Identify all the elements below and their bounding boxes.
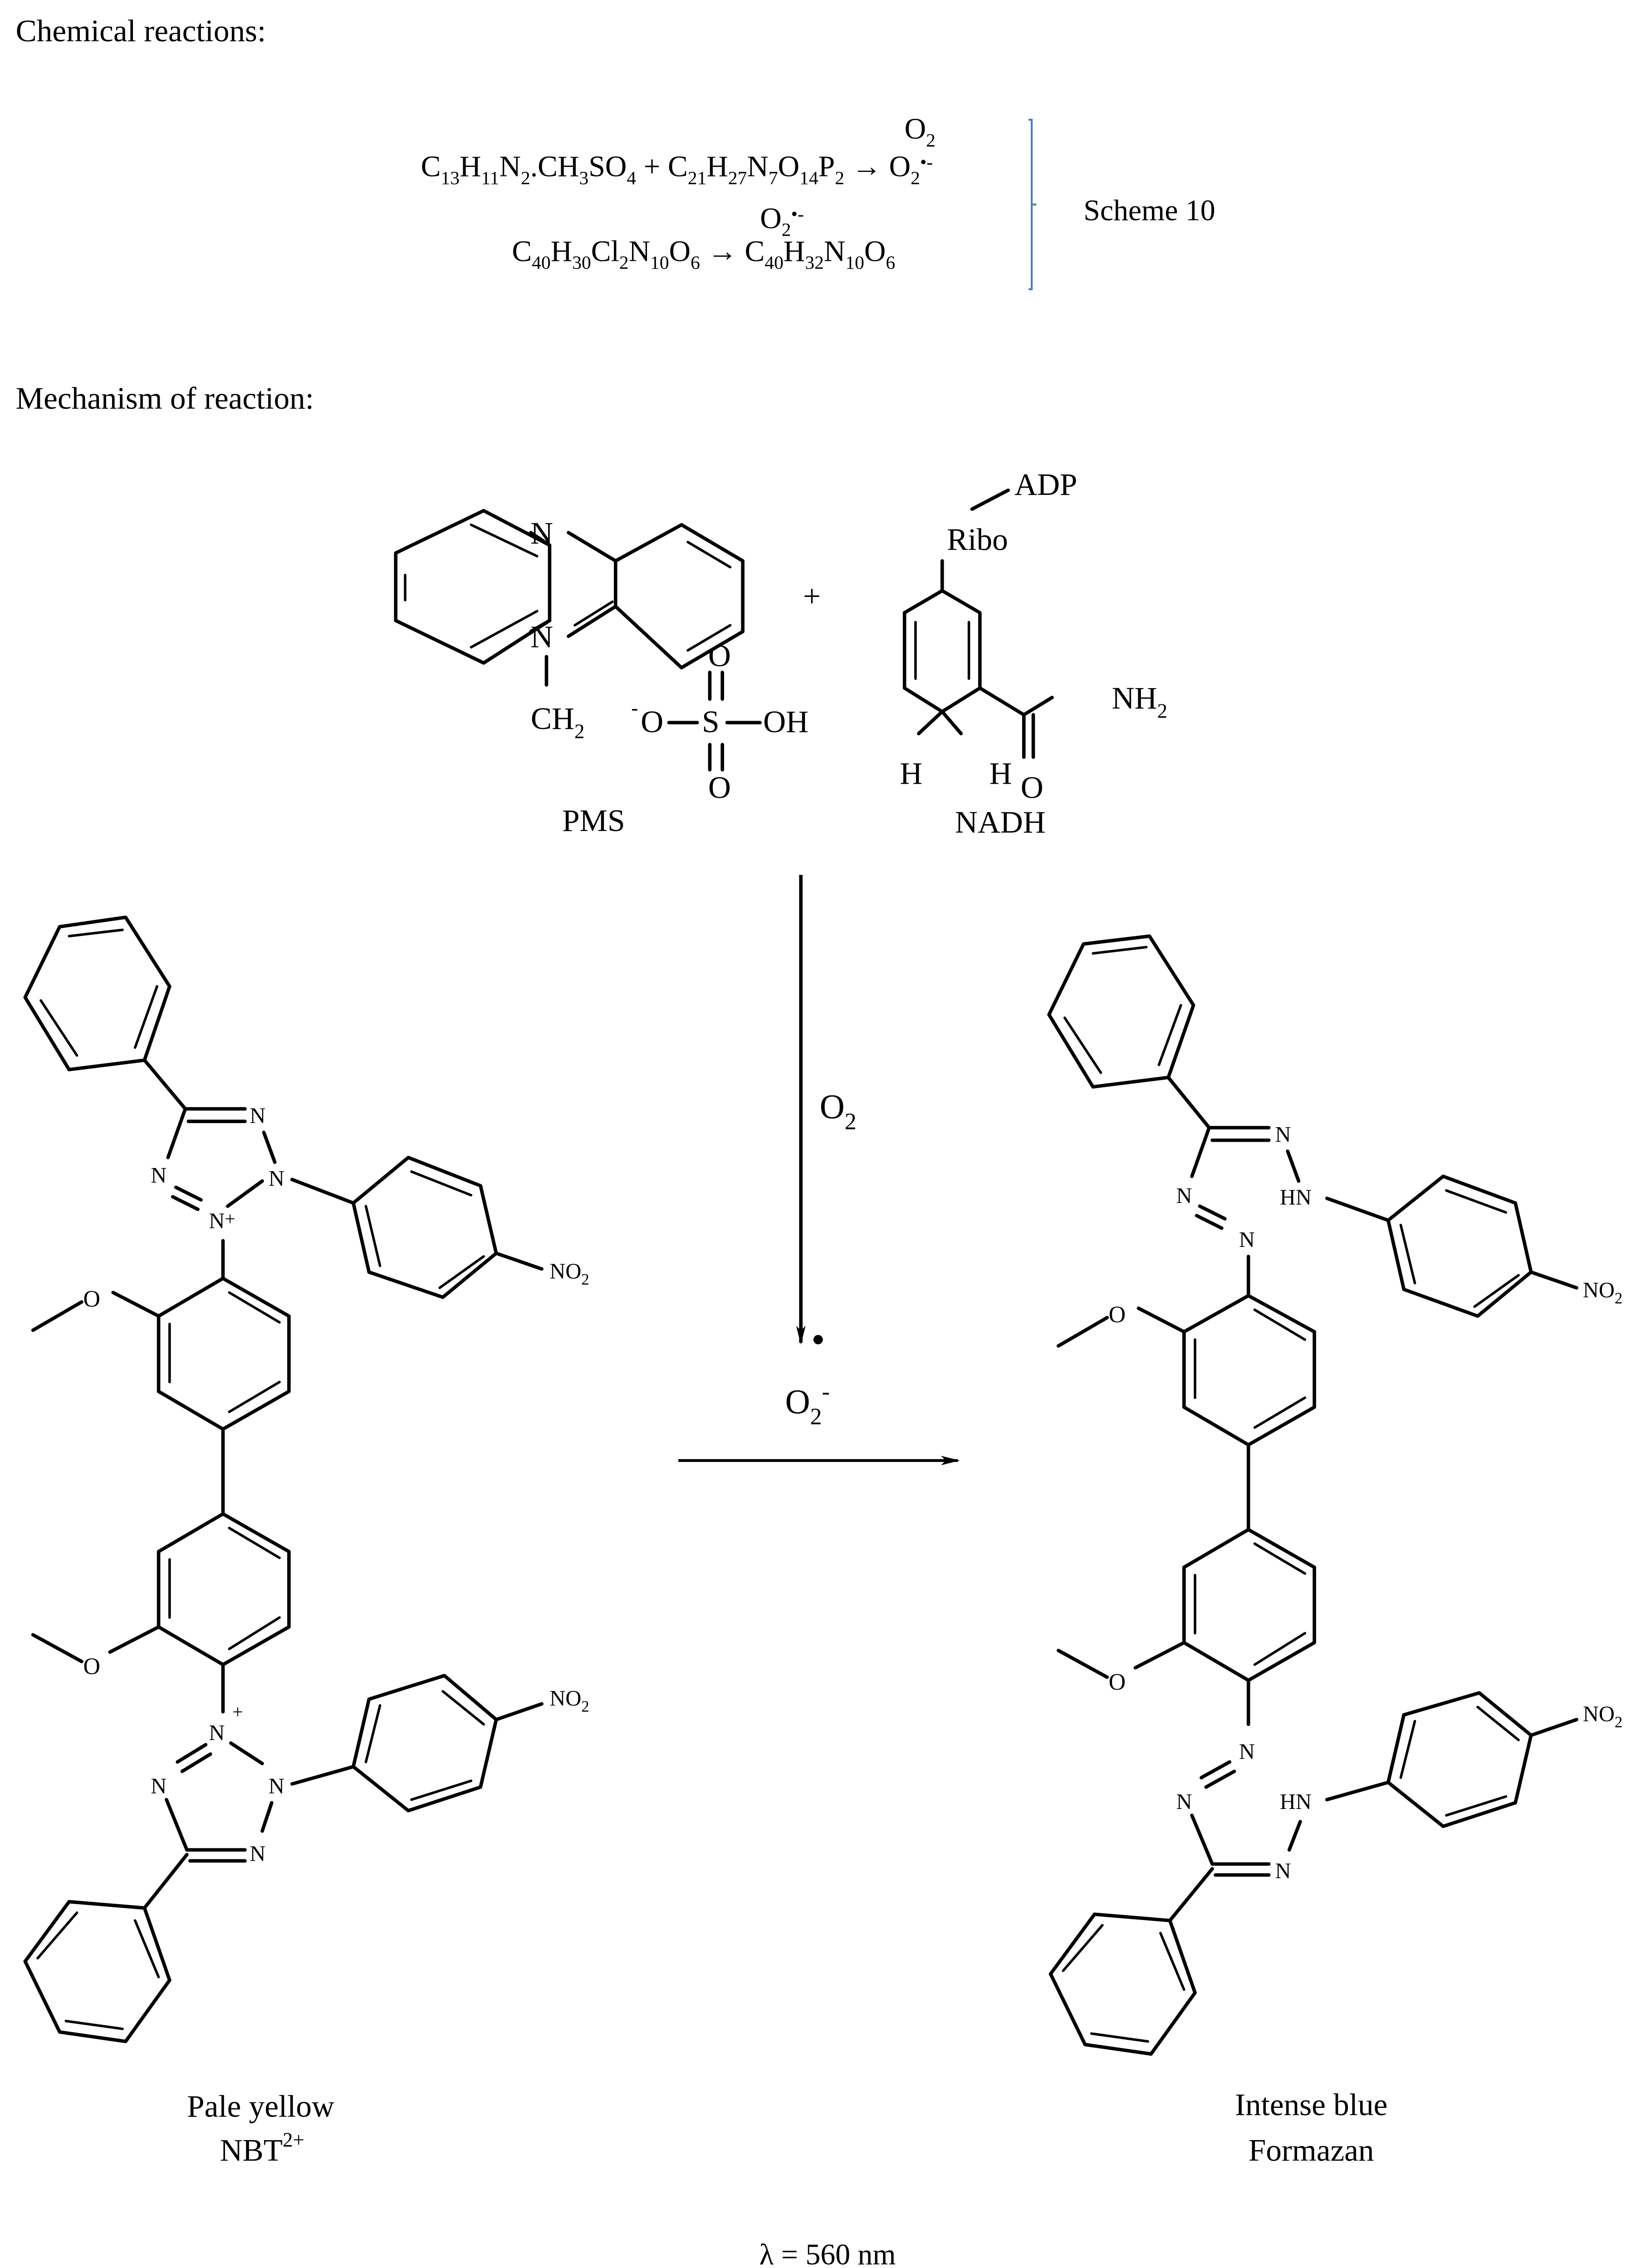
equation-1: C13H11N2.CH3SO4 + C21H27N7O14P2 → O2•- O…: [421, 112, 936, 188]
svg-text:HN: HN: [1280, 1790, 1312, 1814]
equation-2: C40H30Cl2N10O6 → C40H32N10O6 O2•-: [512, 202, 895, 273]
wavelength-label: λ = 560 nm: [759, 2238, 896, 2268]
svg-text:NO2: NO2: [549, 1259, 589, 1288]
svg-text:NO2: NO2: [1583, 1278, 1622, 1307]
svg-text:CH2: CH2: [531, 701, 585, 743]
svg-text:H: H: [900, 756, 922, 791]
svg-text:O: O: [708, 638, 731, 673]
svg-text:H: H: [989, 756, 1012, 791]
svg-text:N: N: [1239, 1740, 1255, 1764]
svg-text:O: O: [708, 770, 731, 805]
svg-text:Ribo: Ribo: [947, 522, 1008, 557]
svg-text:O: O: [1109, 1669, 1126, 1695]
pms-label: PMS: [562, 803, 625, 838]
svg-text:N: N: [209, 1721, 225, 1745]
svg-text:C40H30Cl2N10O6 → C40H32N10O6: C40H30Cl2N10O6 → C40H32N10O6: [512, 235, 895, 273]
svg-text:O: O: [83, 1654, 100, 1680]
svg-text:OH: OH: [763, 704, 808, 739]
svg-text:NO2: NO2: [1583, 1702, 1622, 1731]
nbt-name-label: NBT2+: [220, 2128, 304, 2167]
svg-text:ADP: ADP: [1014, 467, 1077, 502]
svg-text:S: S: [702, 704, 720, 739]
svg-text:N+: N+: [209, 1208, 235, 1233]
svg-text:N: N: [530, 619, 553, 654]
svg-text:N: N: [530, 515, 553, 550]
svg-text:N: N: [1275, 1859, 1291, 1883]
formazan-color-label: Intense blue: [1235, 2087, 1387, 2122]
svg-text:N: N: [151, 1163, 167, 1188]
pms-structure: N N CH2 - O S OH O O PMS: [394, 508, 808, 838]
vertical-arrow-label: O2: [820, 1088, 857, 1134]
svg-text:N: N: [151, 1774, 167, 1799]
heading-mechanism: Mechanism of reaction:: [16, 381, 314, 415]
nbt-color-label: Pale yellow: [187, 2089, 334, 2124]
svg-text:+: +: [232, 1701, 243, 1722]
svg-text:-: -: [631, 697, 638, 719]
svg-text:N: N: [269, 1774, 284, 1799]
svg-text:C13H11N2.CH3SO4 + C21H27N7O14P: C13H11N2.CH3SO4 + C21H27N7O14P2 → O2•-: [421, 150, 933, 188]
svg-text:NH2: NH2: [1112, 680, 1167, 723]
svg-text:N: N: [1176, 1790, 1192, 1814]
nadh-structure: ADP Ribo NH2 H H O NADH: [900, 467, 1167, 839]
svg-text:N: N: [250, 1842, 265, 1866]
svg-text:N: N: [269, 1167, 284, 1191]
svg-text:NO2: NO2: [549, 1686, 589, 1716]
svg-text:N: N: [1176, 1184, 1192, 1208]
svg-text:O: O: [641, 704, 663, 739]
svg-text:O: O: [83, 1286, 100, 1312]
nadh-label: NADH: [955, 804, 1046, 839]
scheme-label: Scheme 10: [1083, 194, 1215, 227]
horizontal-arrow-label: O2-: [785, 1379, 830, 1430]
svg-text:N: N: [1239, 1228, 1255, 1252]
svg-text:O: O: [1109, 1302, 1126, 1328]
svg-text:N: N: [250, 1104, 265, 1128]
svg-text:O2: O2: [905, 112, 936, 150]
heading-chemical-reactions: Chemical reactions:: [16, 13, 266, 48]
formazan-structure: N HN N N NO2 O O N N HN: [1047, 934, 1622, 2056]
radical-dot: [813, 1334, 823, 1344]
scheme-bracket: [1029, 118, 1037, 290]
svg-text:O: O: [1021, 770, 1043, 805]
nbt-structure: N N N N+ NO2 O O: [23, 915, 589, 2168]
formazan-name-label: Formazan: [1249, 2133, 1374, 2168]
reactant-plus: +: [803, 578, 821, 613]
svg-text:HN: HN: [1280, 1186, 1312, 1210]
svg-text:N: N: [1275, 1123, 1291, 1147]
